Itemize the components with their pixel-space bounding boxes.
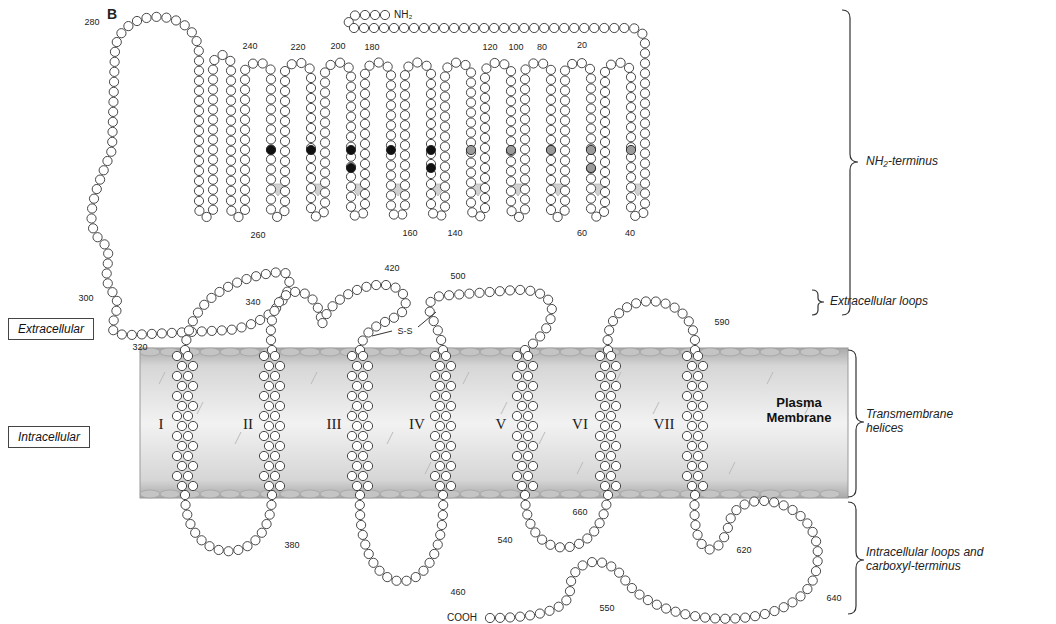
residue-number: 60: [577, 228, 587, 238]
residue-number: 550: [599, 603, 614, 613]
residue-number: 160: [402, 228, 417, 238]
residue-number: 140: [447, 228, 462, 238]
residue-number: 80: [537, 42, 547, 52]
membrane-band: [140, 348, 848, 498]
bracket-label: Transmembrane helices: [866, 408, 958, 436]
helix-number: I: [159, 416, 164, 433]
helix-number: VI: [572, 416, 588, 433]
region-box: Intracellular: [8, 426, 90, 448]
residue-number: 340: [245, 297, 260, 307]
residue-number: 240: [242, 41, 257, 51]
residue-number: 200: [330, 41, 345, 51]
region-label: Extracellular: [18, 322, 84, 336]
bracket-label: NH₂-terminus: [866, 155, 938, 169]
terminus-label: COOH: [447, 612, 477, 624]
residue-number: 640: [826, 593, 841, 603]
bracket: [812, 290, 824, 315]
residue-number: 120: [482, 42, 497, 52]
residue-number: 220: [290, 42, 305, 52]
residue-number: 100: [508, 42, 523, 52]
bond-line: [372, 331, 392, 336]
residue-number: 540: [497, 535, 512, 545]
residue-number: S-S: [397, 326, 412, 336]
brackets: [812, 10, 864, 614]
region-label: Intracellular: [18, 430, 80, 444]
bracket: [842, 10, 858, 315]
membrane-label: Plasma Membrane: [760, 396, 838, 426]
lipid-heads: [140, 348, 840, 498]
residue-number: 180: [364, 42, 379, 52]
residue-number: 40: [625, 228, 635, 238]
residue-number: 300: [78, 293, 93, 303]
membrane-streaks: [159, 372, 811, 474]
residue-number: 260: [250, 230, 265, 240]
residue-number: 620: [736, 545, 751, 555]
bracket: [848, 350, 864, 497]
residue-number: 320: [132, 342, 147, 352]
bracket: [848, 502, 864, 614]
region-box: Extracellular: [8, 318, 94, 340]
helix-number: II: [243, 416, 253, 433]
residue-number: 590: [714, 317, 729, 327]
helix-number: V: [496, 416, 507, 433]
helix-number: III: [327, 416, 342, 433]
helix-number: IV: [409, 416, 425, 433]
residue-number: 420: [384, 263, 399, 273]
bracket-label: Extracellular loops: [830, 295, 928, 309]
chain-guides: [92, 15, 818, 619]
residue-number: 660: [572, 507, 587, 517]
terminus-label: NH₂: [394, 9, 412, 21]
disulfide-bond: [372, 312, 436, 336]
bond-line: [418, 312, 436, 327]
residue-number: 280: [84, 17, 99, 27]
residue-number: 380: [284, 540, 299, 550]
residue-number: 460: [450, 587, 465, 597]
bracket-label: Intracellular loops and carboxyl-terminu…: [866, 546, 1016, 574]
marked-residues: [266, 145, 635, 172]
helix-number: VII: [654, 416, 675, 433]
residue-beads: [87, 10, 822, 623]
residue-number: 20: [577, 40, 587, 50]
panel-letter: B: [107, 6, 117, 22]
residue-number: 500: [450, 271, 465, 281]
